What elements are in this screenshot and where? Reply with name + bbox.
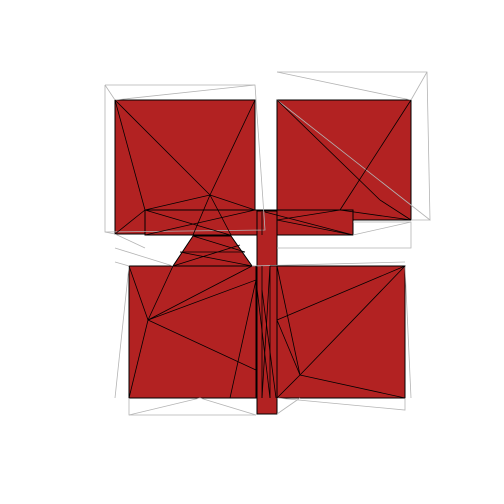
trapezoid-connector bbox=[172, 235, 253, 267]
internal-triangulation bbox=[114, 99, 412, 399]
outer-hull-edges bbox=[104, 71, 431, 416]
filled-regions bbox=[114, 99, 412, 415]
bottom-right-block bbox=[261, 265, 406, 399]
bottom-left-block bbox=[128, 265, 257, 399]
top-right-block bbox=[276, 99, 412, 221]
